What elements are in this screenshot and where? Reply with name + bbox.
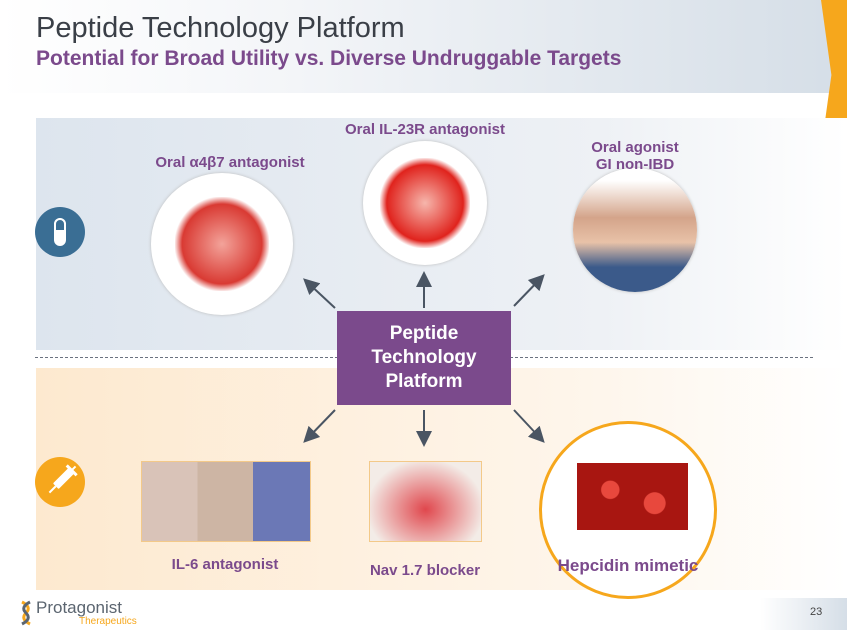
page-title: Peptide Technology Platform <box>36 12 405 44</box>
protagonist-logo-icon <box>18 600 34 626</box>
colon-image-2 <box>363 141 487 265</box>
blood-cells-image <box>577 463 688 530</box>
page-number: 23 <box>810 606 823 618</box>
label-line: GI non-IBD <box>595 156 675 173</box>
platform-line: Technology <box>371 347 477 368</box>
hands-image-nav17 <box>369 461 482 542</box>
label-il6: IL-6 antagonist <box>171 556 279 573</box>
pill-icon <box>35 207 85 257</box>
label-line: Oral agonist <box>591 139 679 156</box>
label-hepcidin: Hepcidin mimetic <box>557 556 699 575</box>
page-number-band <box>760 598 847 630</box>
colon-image-1 <box>151 173 293 315</box>
syringe-icon <box>35 457 85 507</box>
platform-line: Peptide <box>389 323 459 344</box>
label-nav17: Nav 1.7 blocker <box>369 562 481 579</box>
page-subtitle: Potential for Broad Utility vs. Diverse … <box>36 47 622 70</box>
label-oral-il23r: Oral IL-23R antagonist <box>344 121 506 138</box>
label-oral-a4b7: Oral α4β7 antagonist <box>155 154 305 171</box>
abdomen-image <box>573 168 697 292</box>
platform-line: Platform <box>385 371 463 392</box>
header-band <box>0 0 847 93</box>
logo-text: Protagonist <box>36 598 122 617</box>
hands-image-il6 <box>141 461 311 542</box>
logo-subtext: Therapeutics <box>79 616 137 627</box>
